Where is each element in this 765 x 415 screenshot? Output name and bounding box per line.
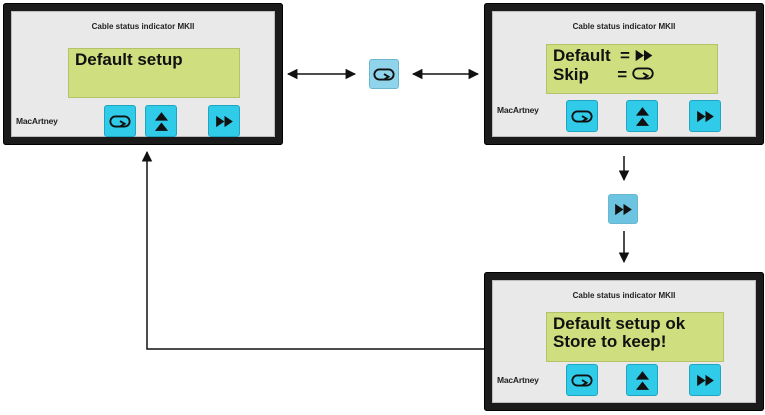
device-store: Cable status indicator MKII Default setu… xyxy=(484,272,764,411)
device-default-skip: Cable status indicator MKII Default = Sk… xyxy=(484,3,764,145)
device-default-setup: Cable status indicator MKII Default setu… xyxy=(3,3,283,145)
fast-forward-button[interactable] xyxy=(208,105,240,137)
up-arrow-icon xyxy=(635,106,650,127)
fast-forward-icon xyxy=(696,110,715,123)
lcd-display: Default setup xyxy=(68,48,240,98)
up-arrow-icon xyxy=(154,111,169,132)
lcd-skip-label: Skip = xyxy=(553,64,628,84)
fast-forward-icon xyxy=(634,49,654,62)
up-button[interactable] xyxy=(145,105,177,137)
device-panel: Cable status indicator MKII Default setu… xyxy=(492,280,756,403)
fast-forward-icon xyxy=(696,374,715,387)
up-button[interactable] xyxy=(626,100,658,132)
loop-icon xyxy=(571,374,593,387)
arrow-return-path xyxy=(141,150,484,350)
lcd-default-label: Default = xyxy=(553,46,630,65)
device-panel: Cable status indicator MKII Default setu… xyxy=(11,11,275,137)
flow-key-loop xyxy=(369,59,399,89)
lcd-line-2: Store to keep! xyxy=(553,332,667,351)
device-title: Cable status indicator MKII xyxy=(572,291,676,300)
lcd-line-1: Default setup xyxy=(75,50,183,69)
loop-button[interactable] xyxy=(566,364,598,396)
lcd-line-2: Skip = xyxy=(553,64,711,85)
loop-button[interactable] xyxy=(104,105,136,137)
fast-forward-button[interactable] xyxy=(689,100,721,132)
up-button[interactable] xyxy=(626,364,658,396)
device-panel: Cable status indicator MKII Default = Sk… xyxy=(492,11,756,137)
device-title: Cable status indicator MKII xyxy=(91,22,195,31)
brand-logo: MacArtney xyxy=(497,105,539,115)
lcd-line-1: Default = xyxy=(553,47,711,66)
fast-forward-icon xyxy=(215,115,234,128)
lcd-display: Default = Skip = xyxy=(546,44,718,94)
fast-forward-button[interactable] xyxy=(689,364,721,396)
flow-key-fast-forward xyxy=(608,194,638,224)
loop-icon xyxy=(373,68,395,81)
up-arrow-icon xyxy=(635,370,650,391)
lcd-line-1: Default setup ok xyxy=(553,314,686,333)
loop-icon xyxy=(631,67,655,80)
device-title: Cable status indicator MKII xyxy=(572,22,676,31)
lcd-display: Default setup ok Store to keep! xyxy=(546,312,724,362)
fast-forward-icon xyxy=(614,203,633,216)
brand-logo: MacArtney xyxy=(16,116,58,126)
loop-icon xyxy=(571,110,593,123)
loop-icon xyxy=(109,115,131,128)
loop-button[interactable] xyxy=(566,100,598,132)
brand-logo: MacArtney xyxy=(497,375,539,385)
